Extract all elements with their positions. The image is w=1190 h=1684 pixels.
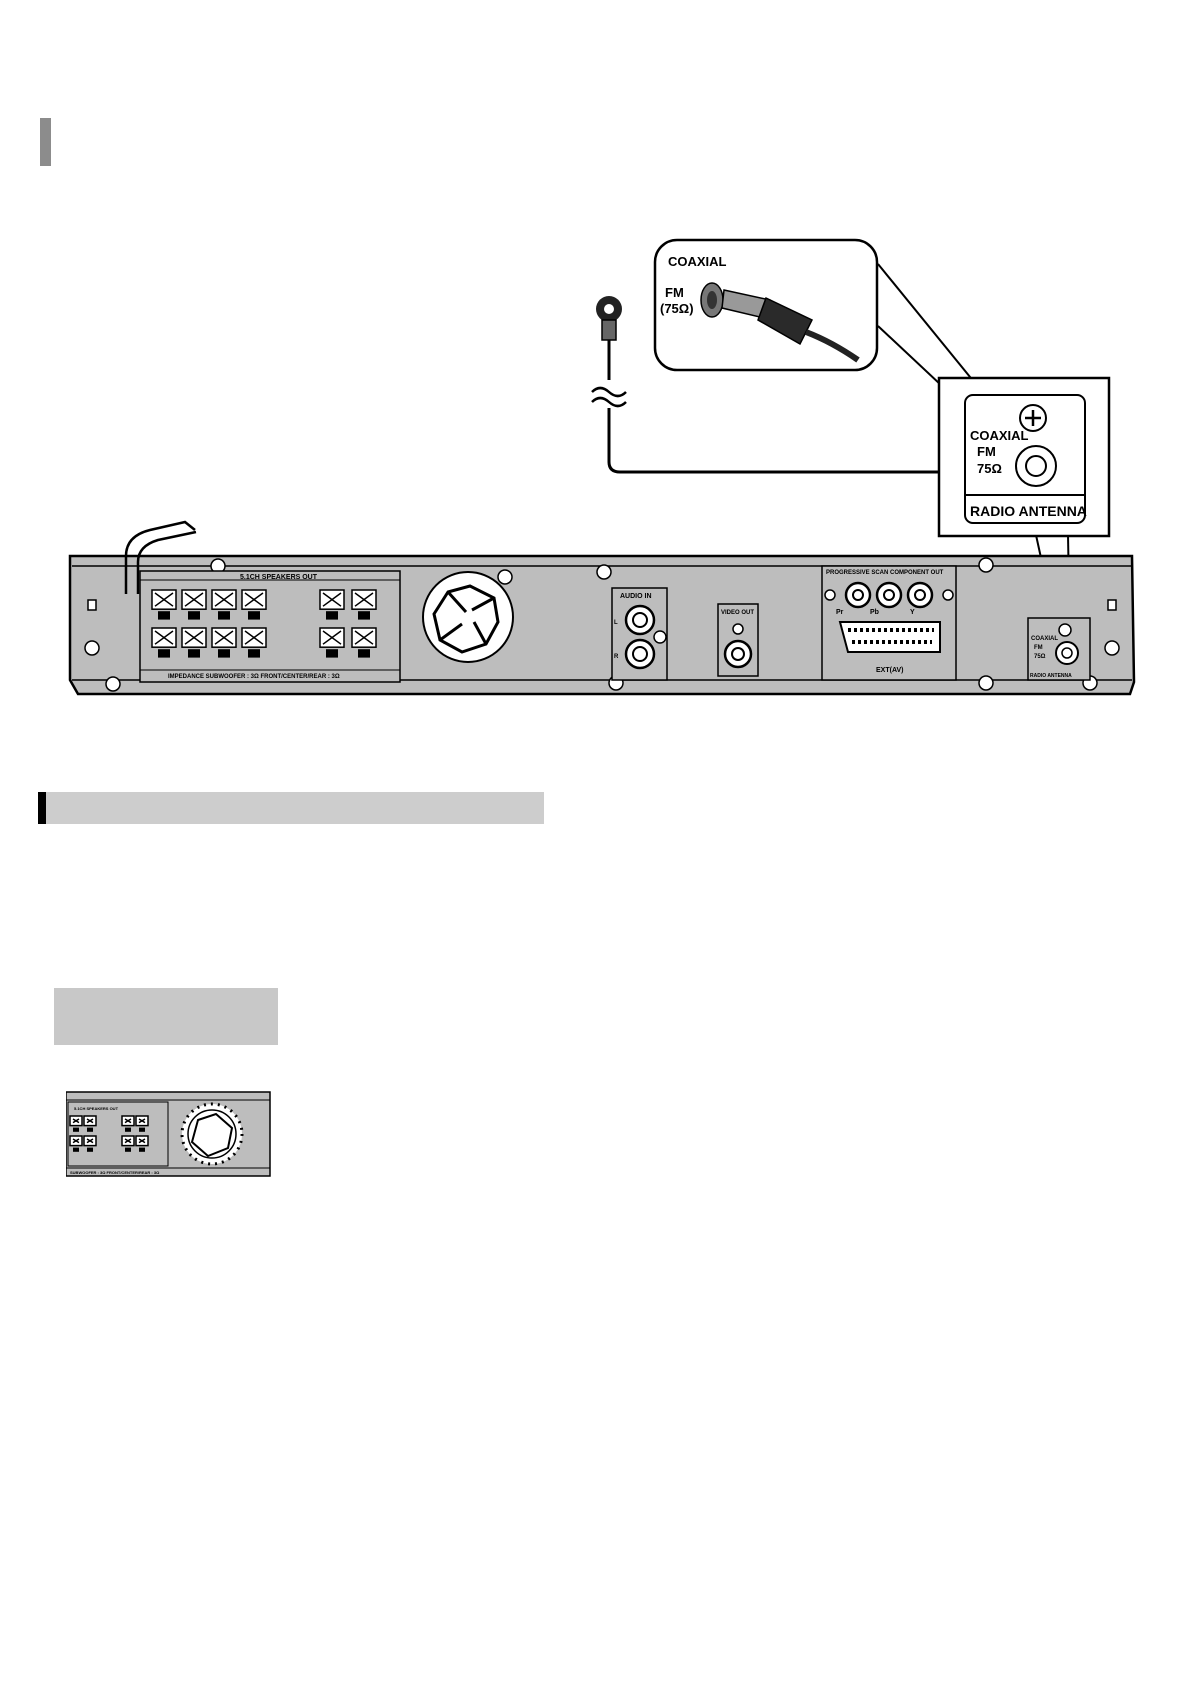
speaker-terminal-tab	[248, 611, 260, 620]
impedance-label: IMPEDANCE SUBWOOFER : 3Ω FRONT/CENTER/RE…	[168, 674, 340, 680]
panel-radio-antenna-label: RADIO ANTENNA	[1030, 673, 1072, 679]
coaxial-plug-callout: COAXIAL FM (75Ω)	[653, 238, 879, 372]
speaker-terminal-mark	[184, 630, 204, 645]
cooling-fan	[422, 571, 514, 663]
speaker-terminal-mark	[354, 630, 374, 645]
power-cord	[124, 520, 196, 594]
thumb-terminal-tab	[73, 1147, 79, 1152]
thumb-terminal-tab	[125, 1127, 131, 1132]
audio-in-r-label: R	[614, 654, 619, 660]
panel-coaxial-label: COAXIAL	[1031, 636, 1058, 642]
thumb-terminal-tab	[87, 1147, 93, 1152]
speaker-terminal-mark	[244, 592, 264, 607]
thumb-terminal-mark	[124, 1138, 132, 1144]
speaker-terminal-tab	[358, 611, 370, 620]
callout-right-radio-antenna-label: RADIO ANTENNA	[970, 503, 1087, 519]
speaker-terminal-tab	[326, 611, 338, 620]
panel-ohm-label: 75Ω	[1034, 654, 1046, 660]
speaker-terminal-tab	[358, 649, 370, 658]
speaker-terminal-tab	[188, 649, 200, 658]
speaker-terminal-mark	[354, 592, 374, 607]
speaker-terminal-mark	[322, 592, 342, 607]
component-y-label: Y	[910, 609, 915, 616]
thumb-terminal-mark	[86, 1138, 94, 1144]
thumb-terminal-tab	[73, 1127, 79, 1132]
thumb-terminal-tab	[139, 1127, 145, 1132]
callout-right-fm-label: FM	[977, 444, 996, 459]
callout-right-ohm-label: 75Ω	[977, 461, 1002, 476]
thumb-terminal-mark	[138, 1118, 146, 1124]
speaker-terminal-tab	[188, 611, 200, 620]
video-out-jack: VIDEO OUT	[717, 603, 759, 677]
fm-antenna-wire	[591, 296, 1040, 474]
thumb-speakers-out-label: 5.1CH SPEAKERS OUT	[74, 1106, 119, 1111]
note-box	[54, 988, 278, 1045]
thumb-terminal-mark	[138, 1138, 146, 1144]
component-pb-label: Pb	[870, 609, 879, 616]
thumb-speaker-terminals	[69, 1115, 149, 1152]
subsection-header-bar	[38, 792, 544, 824]
callout-top-fm-label: FM	[665, 285, 684, 300]
speaker-terminal-mark	[214, 592, 234, 607]
audio-in-l-label: L	[614, 620, 618, 626]
component-out-label: PROGRESSIVE SCAN COMPONENT OUT	[826, 570, 944, 576]
thumb-terminal-tab	[87, 1127, 93, 1132]
speaker-terminal-tab	[218, 611, 230, 620]
speaker-terminal-mark	[214, 630, 234, 645]
speaker-terminal-mark	[154, 592, 174, 607]
speaker-terminal-tab	[158, 611, 170, 620]
callout-top-ohm-label: (75Ω)	[660, 301, 694, 316]
radio-antenna-callout: COAXIAL FM 75Ω RADIO ANTENNA	[937, 376, 1111, 538]
speakers-out-label: 5.1CH SPEAKERS OUT	[240, 574, 318, 581]
thumb-terminal-mark	[124, 1118, 132, 1124]
panel-radio-antenna-block: COAXIAL FM 75Ω RADIO ANTENNA	[1027, 617, 1091, 681]
speaker-terminal-tab	[248, 649, 260, 658]
audio-in-label: AUDIO IN	[620, 593, 652, 600]
panel-fm-label: FM	[1034, 645, 1043, 651]
speaker-terminal-tab	[326, 649, 338, 658]
component-pr-label: Pr	[836, 609, 844, 616]
antenna-connection-diagram: COAXIAL FM (75Ω) COAXIAL FM 75Ω RADIO AN…	[68, 238, 1136, 696]
thumb-terminal-tab	[125, 1147, 131, 1152]
video-out-label: VIDEO OUT	[721, 610, 754, 616]
thumb-terminal-mark	[86, 1118, 94, 1124]
rear-panel: 5.1CH SPEAKERS OUT IMPEDANCE SUBWOOFER :…	[68, 520, 1136, 696]
callout-right-coaxial-label: COAXIAL	[970, 428, 1029, 443]
speaker-terminals	[151, 589, 377, 658]
speaker-terminal-mark	[154, 630, 174, 645]
callout-top-coaxial-label: COAXIAL	[668, 254, 727, 269]
section-marker	[40, 118, 51, 166]
thumb-terminal-tab	[139, 1147, 145, 1152]
rear-panel-thumbnail: 5.1CH SPEAKERS OUT SUBWOOFER : 3Ω FRONT/…	[66, 1091, 271, 1177]
speaker-terminal-mark	[244, 630, 264, 645]
thumb-terminal-mark	[72, 1118, 80, 1124]
speaker-terminal-mark	[184, 592, 204, 607]
thumb-impedance-label: SUBWOOFER : 3Ω FRONT/CENTER/REAR : 3Ω	[70, 1170, 160, 1175]
component-scart-block: PROGRESSIVE SCAN COMPONENT OUT Pr Pb Y E…	[821, 565, 957, 681]
subsection-header-marker	[38, 792, 46, 824]
speaker-terminal-mark	[322, 630, 342, 645]
thumb-terminal-mark	[72, 1138, 80, 1144]
speaker-terminal-tab	[158, 649, 170, 658]
speaker-terminal-tab	[218, 649, 230, 658]
scart-label: EXT(AV)	[876, 667, 903, 674]
audio-in-jacks: AUDIO IN L R	[611, 587, 668, 681]
